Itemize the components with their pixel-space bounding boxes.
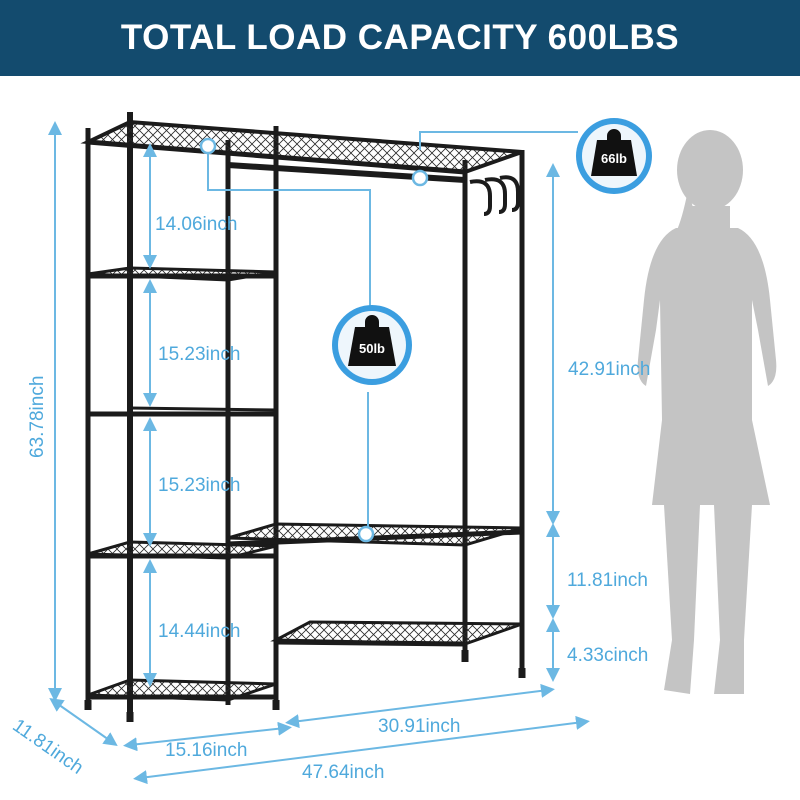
left-gap-3-label: 15.23inch [158, 475, 241, 496]
badge-50lb [332, 305, 412, 385]
weight-icon [348, 315, 396, 366]
banner-title: TOTAL LOAD CAPACITY 600LBS [120, 18, 680, 57]
total-height-label: 63.78inch [27, 375, 48, 458]
right-clearance-label: 4.33cinch [567, 645, 649, 666]
callout-points [199, 137, 429, 543]
person-silhouette [637, 130, 777, 694]
right-width-label: 30.91inch [378, 716, 461, 737]
badge-66lb [576, 118, 652, 194]
weight-icon [591, 129, 637, 176]
left-gap-2-label: 15.23inch [158, 344, 241, 365]
badge-50lb-label: 50lb [358, 341, 385, 356]
dimension-lines [48, 121, 590, 785]
title-banner: TOTAL LOAD CAPACITY 600LBS [0, 0, 800, 76]
total-width-label: 47.64inch [302, 762, 385, 783]
left-width-label: 15.16inch [165, 740, 248, 761]
right-height-label: 42.91inch [568, 359, 651, 380]
badge-66lb-label: 66lb [600, 151, 627, 166]
wardrobe-frame [80, 112, 526, 722]
depth-line [49, 697, 118, 747]
total-width-line [133, 715, 590, 785]
right-lower-label: 11.81inch [567, 570, 648, 591]
top-shelf-callout-leader [419, 131, 578, 150]
rod-callout-leader [207, 148, 371, 312]
left-gap-1-label: 14.06inch [155, 214, 238, 235]
left-gap-4-label: 14.44inch [158, 621, 241, 642]
